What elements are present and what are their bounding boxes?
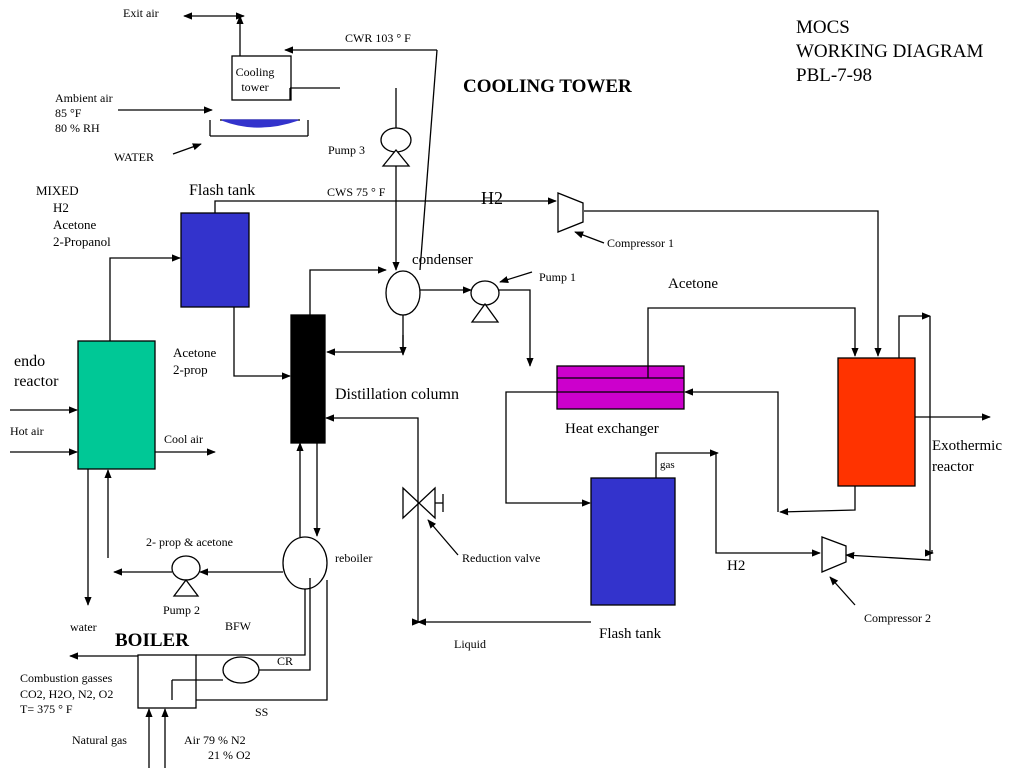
endo-label-1: endo (14, 353, 46, 370)
ss-label: SS (255, 705, 269, 719)
cooling-tower-label-1: Cooling (235, 65, 275, 79)
header-line-3: PBL-7-98 (796, 65, 872, 86)
water-out-label: water (70, 620, 97, 634)
heat-exchanger (556, 365, 685, 410)
condenser (385, 270, 421, 316)
flash-tank-bottom (590, 477, 676, 606)
h2-top-label: H2 (481, 188, 503, 208)
bfw-vessel (222, 656, 260, 684)
cr-label: CR (277, 654, 294, 668)
ambient-rh-label: 80 % RH (55, 121, 100, 135)
exothermic-label-2: reactor (932, 459, 974, 475)
pump-2 (171, 555, 201, 597)
boiler-title: BOILER (115, 630, 189, 651)
acetone-label: Acetone (668, 276, 718, 292)
flash-tank-top (180, 212, 250, 308)
combustion-label-1: Combustion gasses (20, 671, 113, 685)
pump2-label: Pump 2 (163, 603, 201, 617)
exothermic-label-1: Exothermic (932, 438, 1002, 454)
pump3-label: Pump 3 (328, 143, 366, 157)
flash-tank-bottom-label: Flash tank (599, 626, 662, 642)
gas-label: gas (660, 459, 675, 471)
cooling-tower-label-2: tower (241, 80, 269, 94)
exothermic-reactor (837, 357, 916, 487)
endo-label-2: reactor (14, 373, 59, 390)
pump1-label: Pump 1 (539, 270, 577, 284)
bfw-label: BFW (225, 619, 252, 633)
condenser-label: condenser (412, 252, 473, 268)
acetone-2prop-label-2: 2-prop (173, 362, 208, 377)
distillation-column-label: Distillation column (335, 386, 459, 403)
pump-1 (470, 280, 500, 323)
reduction-valve-label: Reduction valve (462, 551, 541, 565)
natural-gas-label: Natural gas (72, 733, 127, 747)
air-label-1: Air 79 % N2 (184, 733, 246, 747)
mixed-label-4: 2-Propanol (53, 234, 111, 249)
cooling-basin (209, 119, 309, 137)
ambient-air-label: Ambient air (55, 91, 113, 105)
combustion-label-2: CO2, H2O, N2, O2 (20, 687, 114, 701)
water-in-label: WATER (114, 150, 154, 164)
distillation-column (290, 314, 326, 444)
mixed-label-2: H2 (53, 200, 69, 215)
heat-exchanger-label: Heat exchanger (565, 421, 659, 437)
air-label-2: 21 % O2 (208, 748, 251, 762)
two-prop-acetone-label: 2- prop & acetone (146, 535, 233, 549)
reduction-valve (402, 486, 444, 520)
h2-bottom-label: H2 (727, 558, 746, 574)
exit-air-label: Exit air (123, 6, 159, 20)
reboiler-label: reboiler (335, 551, 373, 565)
compressor-2 (821, 536, 847, 573)
pump-3 (380, 127, 412, 167)
endo-reactor (77, 340, 156, 470)
mixed-label-3: Acetone (53, 217, 97, 232)
cooling-tower-box (231, 55, 292, 101)
cws-label: CWS 75 ° F (327, 185, 386, 199)
compressor2-label: Compressor 2 (864, 611, 931, 625)
header-line-1: MOCS (796, 17, 850, 38)
compressor-1 (557, 192, 584, 233)
acetone-2prop-label-1: Acetone (173, 345, 217, 360)
header-line-2: WORKING DIAGRAM (796, 41, 984, 62)
cwr-label: CWR 103 ° F (345, 31, 411, 45)
reboiler (282, 536, 328, 590)
cooling-tower-title: COOLING TOWER (463, 76, 632, 97)
flash-tank-top-label: Flash tank (189, 182, 256, 199)
ambient-temp-label: 85 °F (55, 106, 82, 120)
liquid-label: Liquid (454, 637, 486, 651)
boiler-box (137, 654, 197, 709)
mixed-label-1: MIXED (36, 183, 79, 198)
hot-air-label: Hot air (10, 424, 44, 438)
cool-air-label: Cool air (164, 432, 203, 446)
combustion-label-3: T= 375 ° F (20, 702, 73, 716)
compressor1-label: Compressor 1 (607, 236, 674, 250)
